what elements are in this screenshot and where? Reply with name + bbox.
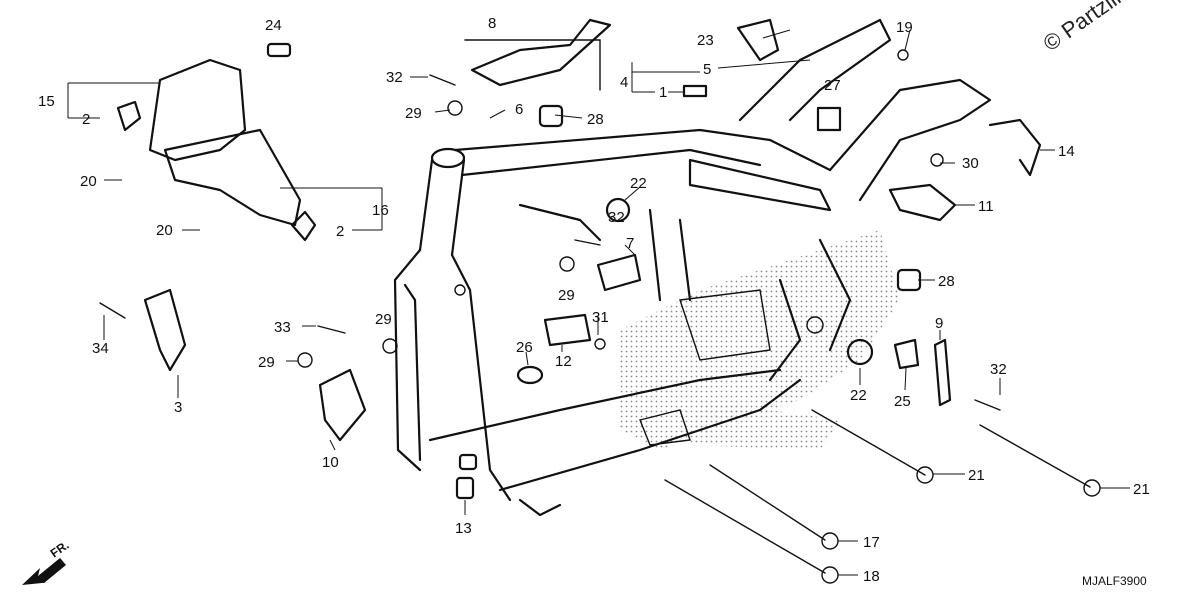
callout-29: 29 bbox=[558, 287, 575, 304]
callout-24: 24 bbox=[265, 17, 282, 34]
callout-8: 8 bbox=[488, 15, 496, 32]
front-direction-arrow-icon: FR. bbox=[22, 538, 72, 585]
watermark: © Partzilla bbox=[1039, 0, 1136, 56]
callout-20: 20 bbox=[156, 222, 173, 239]
diagram-code: MJALF3900 bbox=[1082, 574, 1147, 588]
part-12-bracket bbox=[543, 313, 592, 347]
part-13-collars bbox=[455, 453, 478, 500]
callout-29: 29 bbox=[405, 105, 422, 122]
callout-32: 32 bbox=[608, 209, 625, 226]
callout-28: 28 bbox=[938, 273, 955, 290]
callout-7: 7 bbox=[626, 235, 634, 252]
callout-9: 9 bbox=[935, 315, 943, 332]
callout-18: 18 bbox=[863, 568, 880, 585]
callout-28: 28 bbox=[587, 111, 604, 128]
main-frame bbox=[393, 18, 992, 517]
callout-17: 17 bbox=[863, 534, 880, 551]
callout-34: 34 bbox=[92, 340, 109, 357]
callout-32: 32 bbox=[990, 361, 1007, 378]
callout-33: 33 bbox=[274, 319, 291, 336]
part-8-bracket bbox=[464, 18, 612, 91]
callout-26: 26 bbox=[516, 339, 533, 356]
part-22-caps bbox=[605, 197, 874, 366]
callout-3: 3 bbox=[174, 399, 182, 416]
callout-15: 15 bbox=[38, 93, 55, 110]
part-1-plate bbox=[682, 84, 708, 98]
callout-25: 25 bbox=[894, 393, 911, 410]
part-23-clamp bbox=[736, 18, 780, 62]
leader-lines bbox=[67, 29, 1130, 576]
callout-27: 27 bbox=[824, 77, 841, 94]
callout-6: 6 bbox=[515, 101, 523, 118]
part-7-bracket bbox=[596, 253, 642, 292]
callout-5: 5 bbox=[703, 61, 711, 78]
part-9-bracket bbox=[933, 338, 952, 407]
callout-4: 4 bbox=[620, 74, 628, 91]
callout-29: 29 bbox=[375, 311, 392, 328]
part-16-cover bbox=[163, 128, 302, 227]
callout-23: 23 bbox=[697, 32, 714, 49]
part-25-clip bbox=[893, 338, 920, 370]
callout-12: 12 bbox=[555, 353, 572, 370]
part-10-bracket bbox=[318, 368, 367, 442]
part-27-clip bbox=[816, 106, 842, 132]
callout-2: 2 bbox=[82, 111, 90, 128]
engine-shadow-area bbox=[620, 230, 900, 450]
callout-19: 19 bbox=[896, 19, 913, 36]
callout-2: 2 bbox=[336, 223, 344, 240]
callout-16: 16 bbox=[372, 202, 389, 219]
part-11-bracket bbox=[888, 183, 957, 222]
callout-11: 11 bbox=[978, 198, 994, 215]
callout-29: 29 bbox=[258, 354, 275, 371]
callout-22: 22 bbox=[850, 387, 867, 404]
part-24-grommet bbox=[266, 42, 292, 58]
callout-30: 30 bbox=[962, 155, 979, 172]
part-14-lock bbox=[988, 118, 1042, 177]
callout-21: 21 bbox=[1133, 481, 1150, 498]
callout-20: 20 bbox=[80, 173, 97, 190]
callout-21: 21 bbox=[968, 467, 985, 484]
part-2-grommet-a bbox=[116, 100, 142, 132]
callout-labels: 24 15 2 20 20 16 2 8 32 29 6 28 23 4 5 1… bbox=[38, 15, 1150, 585]
callout-13: 13 bbox=[455, 520, 472, 537]
part-15-cover bbox=[148, 58, 247, 162]
front-indicator-label: FR. bbox=[48, 538, 72, 561]
callout-31: 31 bbox=[592, 309, 609, 326]
callout-1: 1 bbox=[659, 84, 667, 101]
part-3-bracket bbox=[143, 288, 187, 372]
part-26-clamp bbox=[516, 365, 544, 385]
callout-32: 32 bbox=[386, 69, 403, 86]
callout-14: 14 bbox=[1058, 143, 1075, 160]
part-2-grommet-b bbox=[290, 210, 317, 242]
bolts-and-nuts bbox=[99, 49, 1101, 584]
callout-22: 22 bbox=[630, 175, 647, 192]
callout-10: 10 bbox=[322, 454, 339, 471]
